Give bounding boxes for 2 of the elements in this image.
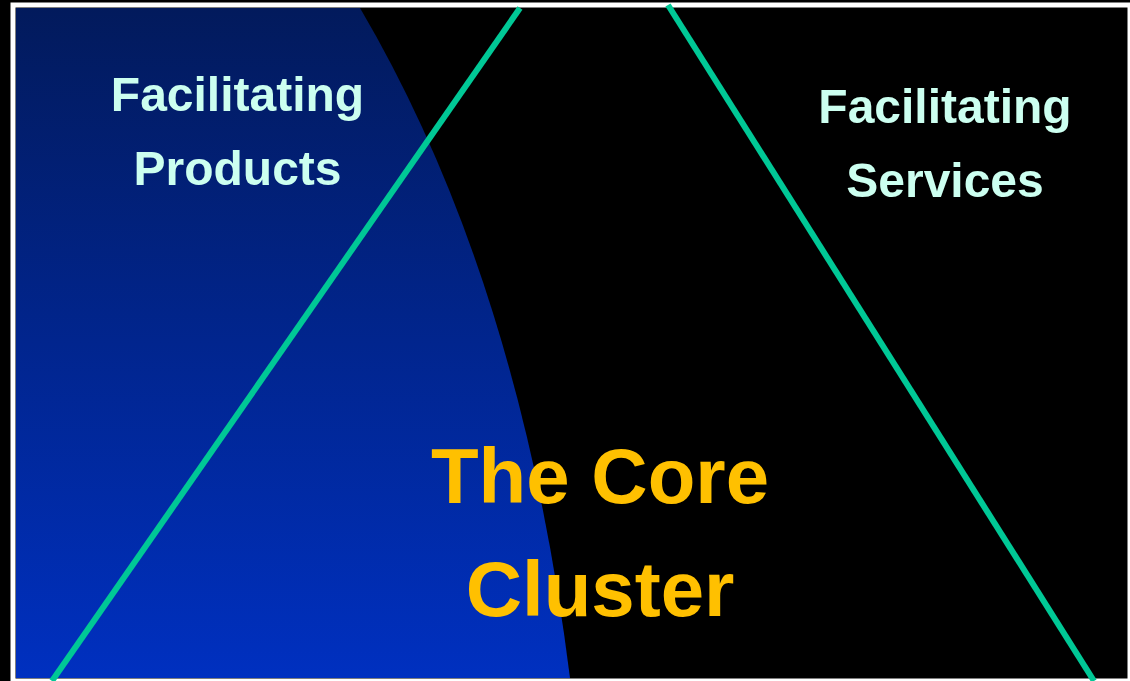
region-label: Facilitating Products (109, 67, 366, 198)
region-label: Facilitating Services (817, 79, 1073, 210)
